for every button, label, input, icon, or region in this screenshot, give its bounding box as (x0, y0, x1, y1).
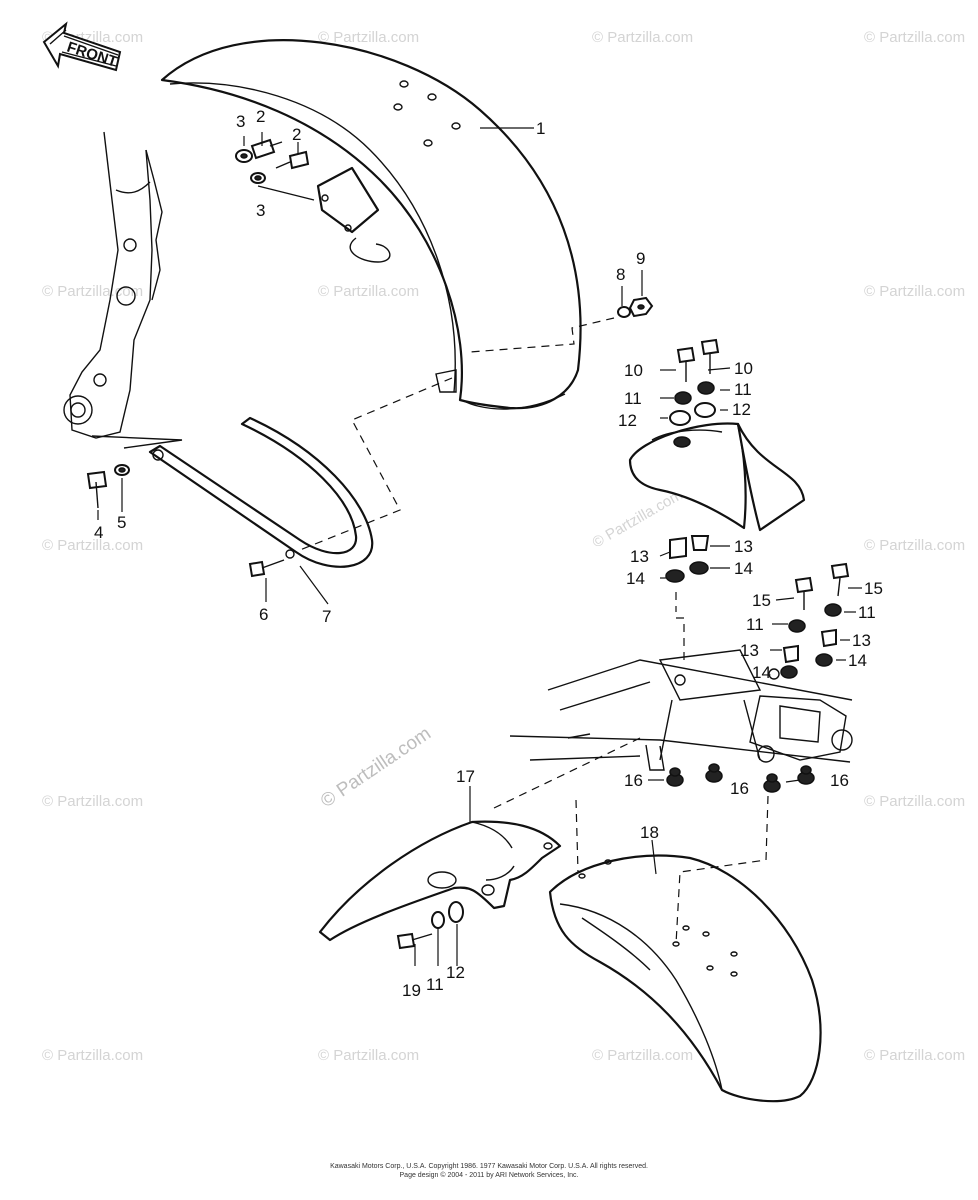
washer-3 (235, 149, 253, 163)
callout-7: 7 (322, 607, 331, 626)
washer-11d (824, 603, 842, 617)
front-fork-leg (63, 131, 183, 449)
washer-11b (697, 381, 715, 395)
callout-2: 2 (256, 107, 265, 126)
bolt-2b (275, 150, 310, 170)
rear-bracket-upper (628, 422, 806, 532)
callout-9: 9 (636, 249, 645, 268)
washer-12b (694, 402, 716, 418)
callout-14: 14 (752, 663, 771, 682)
callout-8: 8 (616, 265, 625, 284)
callout-14: 14 (848, 651, 867, 670)
callout-10: 10 (624, 361, 643, 380)
callout-13: 13 (852, 631, 871, 650)
fender-stay (148, 416, 374, 568)
rear-frame (509, 649, 853, 771)
bolt-15a (794, 576, 814, 610)
callout-11: 11 (624, 389, 642, 408)
collar-13b (690, 535, 710, 551)
page-design-line: Page design © 2004 - 2011 by ARI Network… (399, 1172, 579, 1179)
callout-11: 11 (734, 380, 752, 399)
watermark: © Partzilla.com (864, 283, 965, 300)
bolt-6 (248, 559, 285, 578)
watermark: © Partzilla.com (42, 283, 143, 300)
callout-15: 15 (752, 591, 771, 610)
washer-11a (674, 391, 692, 405)
callout-1: 1 (536, 119, 545, 138)
collar-13a (669, 536, 687, 560)
watermark: © Partzilla.com (864, 1047, 965, 1064)
bolt-10a (676, 346, 696, 382)
callout-4: 4 (94, 523, 103, 542)
grommet-16c (763, 773, 781, 793)
bolt-2 (250, 138, 283, 160)
watermark: © Partzilla.com (318, 283, 419, 300)
callout-16: 16 (624, 771, 643, 790)
dashed-lines (299, 317, 769, 945)
nut-9 (628, 296, 654, 318)
collar-13c (782, 644, 799, 664)
watermark: © Partzilla.com (42, 1047, 143, 1064)
callout-11: 11 (858, 603, 876, 622)
washer-12c (448, 901, 464, 923)
watermark: © Partzilla.com (864, 793, 965, 810)
callout-3: 3 (236, 112, 245, 131)
callout-2: 2 (292, 125, 301, 144)
callout-14: 14 (626, 569, 645, 588)
callout-18: 18 (640, 823, 659, 842)
watermark: © Partzilla.com (864, 29, 965, 46)
washer-11e (431, 911, 445, 929)
callout-labels: 1 3 2 2 3 4 5 6 7 8 9 10 10 11 11 12 12 … (94, 107, 883, 1000)
callout-10: 10 (734, 359, 753, 378)
washer-14c (780, 665, 798, 679)
callout-13: 13 (630, 547, 649, 566)
washer-14b (689, 561, 709, 575)
callout-19: 19 (402, 981, 421, 1000)
collar-13d (820, 628, 837, 648)
callout-16: 16 (730, 779, 749, 798)
washer-12a (669, 410, 691, 426)
watermark: © Partzilla.com (318, 1047, 419, 1064)
callout-15: 15 (864, 579, 883, 598)
washer-8 (617, 306, 631, 318)
watermark: © Partzilla.com (864, 537, 965, 554)
callout-11: 11 (746, 615, 764, 634)
bolt-4 (86, 470, 108, 509)
callout-5: 5 (117, 513, 126, 532)
nut-5 (114, 464, 130, 476)
callout-13: 13 (740, 641, 759, 660)
callout-12: 12 (732, 400, 751, 419)
washer-14d (815, 653, 833, 667)
callout-11: 11 (426, 975, 444, 994)
watermark: © Partzilla.com (318, 29, 419, 46)
washer-14a (665, 569, 685, 583)
callout-6: 6 (259, 605, 268, 624)
watermark: © Partzilla.com (592, 1047, 693, 1064)
rear-inner-fender (318, 820, 562, 942)
watermark: © Partzilla.com (592, 29, 693, 46)
grommet-16d (797, 765, 815, 785)
rear-fender (548, 854, 822, 1103)
callout-14: 14 (734, 559, 753, 578)
grommet-16b (705, 763, 723, 783)
callout-12: 12 (446, 963, 465, 982)
washer-11c (788, 619, 806, 633)
watermark-diagonal: © Partzilla.com (317, 723, 435, 812)
callout-13: 13 (734, 537, 753, 556)
bolt-15b (830, 562, 850, 597)
grommet-16a (666, 767, 684, 787)
callout-12: 12 (618, 411, 637, 430)
leader-lines (97, 127, 862, 966)
bolt-10b (700, 338, 720, 374)
front-fender (160, 39, 582, 410)
callout-16: 16 (830, 771, 849, 790)
bolt-19 (396, 932, 433, 950)
watermark: © Partzilla.com (42, 793, 143, 810)
washer-3b (250, 172, 266, 184)
watermark: © Partzilla.com (42, 537, 143, 554)
callout-17: 17 (456, 767, 475, 786)
callout-3: 3 (256, 201, 265, 220)
copyright-line: Kawasaki Motors Corp., U.S.A. Copyright … (330, 1163, 648, 1170)
